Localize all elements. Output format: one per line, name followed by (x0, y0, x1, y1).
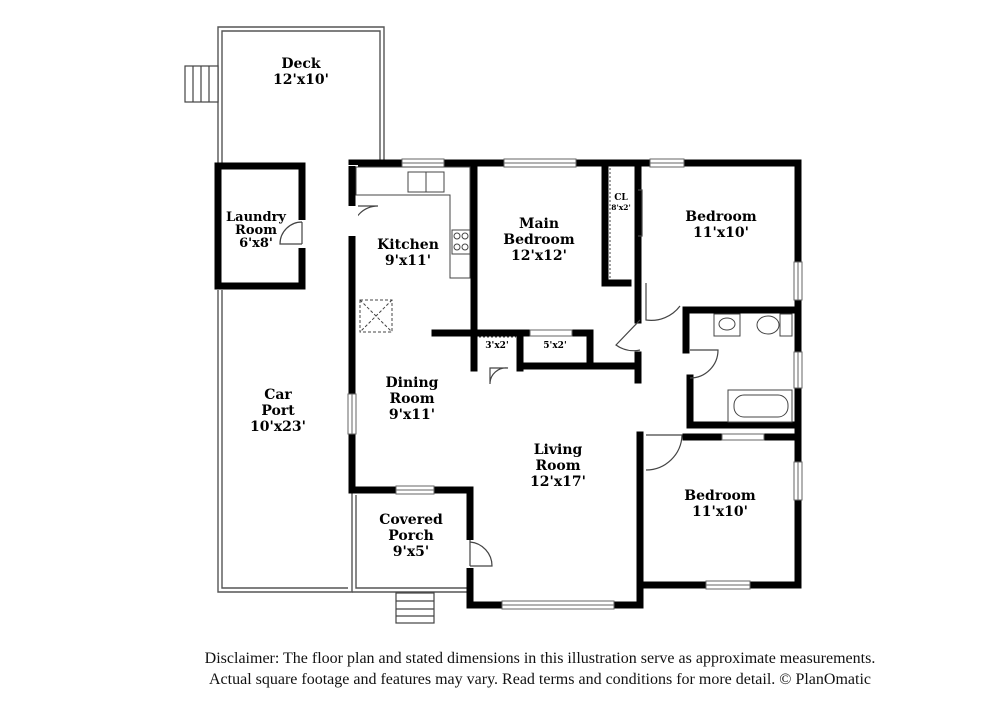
window-bedroom2-right (793, 461, 803, 501)
label-dining-name2: Room (389, 391, 434, 407)
door-front (469, 540, 493, 567)
window-closet-b (529, 329, 573, 337)
toilet-tank (779, 313, 793, 337)
label-main-bedroom-name1: Main (519, 216, 559, 232)
label-kitchen-name: Kitchen (377, 237, 439, 253)
porch-steps (395, 592, 435, 624)
label-living-name2: Room (535, 458, 580, 474)
door-laundry (279, 221, 303, 245)
room-labels: Deck 12'x10' Laundry Room 6'x8' Kitchen … (226, 56, 757, 560)
window-dining-left (347, 393, 357, 435)
label-bedroom-top-name: Bedroom (685, 209, 757, 225)
label-living-dim: 12'x17' (530, 474, 586, 490)
label-kitchen-dim: 9'x11' (385, 253, 431, 269)
door-cl (638, 189, 643, 237)
label-laundry-dim: 6'x8' (239, 236, 273, 251)
label-porch-name2: Porch (388, 528, 434, 544)
kitchen-counter (355, 166, 471, 279)
disclaimer-line-1: Disclaimer: The floor plan and stated di… (204, 650, 876, 667)
deck-inner-line (221, 30, 381, 165)
window-living-bottom (501, 600, 615, 610)
carport-outline (217, 290, 353, 593)
door-closet-a (489, 367, 509, 385)
label-living-name1: Living (534, 442, 583, 458)
toilet-bowl (756, 315, 780, 335)
doors (279, 165, 719, 568)
door-main-bedroom (615, 319, 641, 352)
label-carport-dim: 10'x23' (250, 419, 306, 435)
label-dining-dim: 9'x11' (389, 407, 435, 423)
porch-inner-line (355, 495, 470, 589)
fixtures (355, 166, 793, 423)
label-porch-name1: Covered (379, 512, 443, 528)
window-main-bedroom-top (503, 158, 577, 168)
label-laundry-name2: Room (235, 223, 277, 238)
window-bath-divider (721, 433, 765, 441)
label-bedroom-bottom-dim: 11'x10' (692, 504, 748, 520)
window-bath-right (793, 351, 803, 389)
label-laundry-name1: Laundry (226, 210, 286, 225)
floor-plan: Deck 12'x10' Laundry Room 6'x8' Kitchen … (184, 26, 803, 624)
label-dining-name1: Dining (386, 375, 439, 391)
label-deck-dim: 12'x10' (273, 72, 329, 88)
window-kitchen-top (401, 158, 445, 168)
label-cl-dim: 8'x2' (611, 203, 631, 212)
label-deck-name: Deck (281, 56, 321, 72)
door-bath (689, 349, 719, 379)
label-cl-name: CL (614, 193, 628, 203)
window-bedroom-top (649, 158, 685, 168)
window-bedroom2-bottom (705, 580, 751, 590)
label-bedroom-top-dim: 11'x10' (693, 225, 749, 241)
window-bedroom-right (793, 261, 803, 301)
door-bedroom-top (645, 283, 681, 321)
label-carport-name1: Car (264, 387, 292, 403)
label-porch-dim: 9'x5' (393, 544, 429, 560)
label-main-bedroom-dim: 12'x12' (511, 248, 567, 264)
exterior-walls (348, 159, 802, 609)
carport-inner-line (221, 290, 348, 589)
label-bedroom-bottom-name: Bedroom (684, 488, 756, 504)
door-bedroom-bottom (645, 434, 683, 471)
deck-steps (184, 65, 219, 103)
label-carport-name2: Port (261, 403, 295, 419)
label-closet-b-dim: 5'x2' (543, 341, 566, 351)
label-main-bedroom-name2: Bedroom (503, 232, 575, 248)
windows (347, 158, 803, 610)
disclaimer-line-2: Actual square footage and features may v… (208, 671, 871, 688)
outdoor-outlines (217, 26, 470, 593)
deck-outline (217, 26, 385, 165)
label-closet-a-dim: 3'x2' (485, 341, 508, 351)
window-porch-top (395, 485, 435, 495)
